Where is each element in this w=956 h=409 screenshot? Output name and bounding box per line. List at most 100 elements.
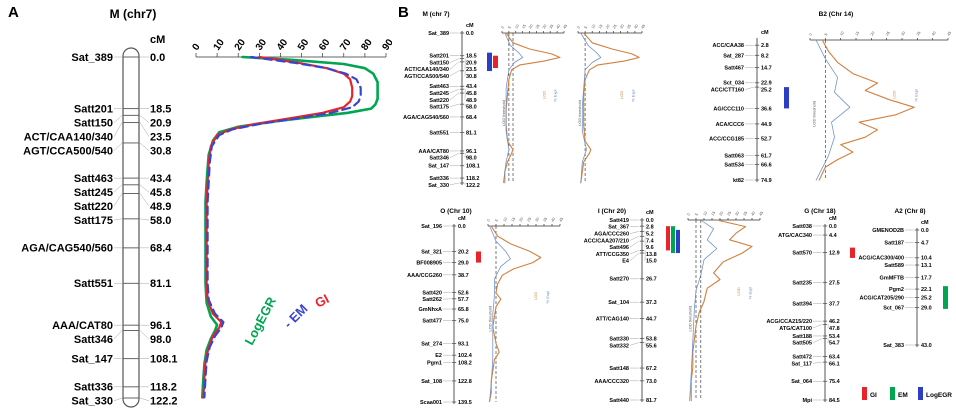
axis-tick-label: 40 [751, 211, 757, 217]
legend-swatch [890, 387, 895, 400]
marker-name: AAA/CCC320 [594, 379, 629, 385]
qtl-interval-bar [671, 226, 675, 254]
axis-tick-label: 45 [947, 31, 953, 37]
marker-name: GmNhxA [418, 307, 442, 313]
marker-name: ATT/CAG140 [596, 316, 629, 322]
marker-name: Satt419 [609, 218, 629, 224]
axis-tick-label: 15 [598, 24, 604, 30]
marker-name: Sat_147 [428, 164, 449, 170]
qtl-interval-bar [676, 229, 680, 254]
marker-name: Satt477 [422, 319, 442, 325]
marker-name: Satt336 [74, 382, 113, 394]
marker-position: 2.8 [646, 225, 654, 231]
profile-curve [815, 39, 851, 181]
axis-tick-label: 40 [633, 24, 639, 30]
marker-position: 81.1 [150, 278, 171, 290]
marker-position: 139.5 [458, 400, 472, 406]
marker-name: Satt187 [884, 240, 904, 246]
axis-tick-label: 35 [626, 24, 632, 30]
marker-position: 122.2 [466, 183, 480, 189]
marker-position: 53.8 [646, 336, 657, 342]
marker-name: ATG/CAC340 [778, 233, 812, 239]
marker-position: 0.0 [921, 228, 929, 234]
marker-position: 9.6 [646, 245, 654, 251]
marker-position: 44.9 [761, 122, 772, 128]
marker-position: 68.4 [150, 243, 172, 255]
marker-name: Sat_147 [71, 354, 113, 366]
marker-position: 74.9 [761, 178, 772, 184]
marker-position: 23.5 [466, 67, 477, 73]
axis-tick-label: 5 [495, 219, 499, 223]
profile-curve [202, 55, 354, 399]
marker-position: 14.7 [761, 65, 772, 71]
legend-item-logegr: LogEGR [918, 387, 952, 400]
marker-name: AAA/CAT80 [52, 320, 113, 332]
marker-position: 45.8 [150, 187, 171, 199]
legend-item-gi: GI [312, 291, 331, 311]
marker-position: 37.7 [829, 302, 840, 308]
marker-position: 48.9 [466, 98, 477, 104]
axis-tick-label: 10 [503, 217, 509, 223]
marker-name: Satt245 [74, 187, 113, 199]
axis-tick-label: 5 [507, 26, 511, 30]
plot-annotation: % Expl [747, 287, 752, 300]
axis-tick-label: 25 [612, 24, 618, 30]
marker-name: Sat_196 [421, 224, 442, 230]
profile-curve [504, 32, 561, 184]
axis-tick-label: 30 [619, 24, 625, 30]
marker-position: 98.0 [150, 334, 171, 346]
cm-axis-label: cM [829, 216, 837, 222]
axis-tick-label: 15 [521, 24, 527, 30]
marker-position: 0.0 [466, 31, 474, 37]
axis-tick-label: 25 [727, 211, 733, 217]
marker-name: Satt245 [429, 91, 449, 97]
profile-curve [489, 225, 511, 402]
marker-name: Satt534 [724, 162, 745, 168]
plot-annotation: LOD threshold [577, 100, 582, 126]
plot-annotation: LOD [736, 287, 741, 295]
marker-position: 29.0 [921, 305, 932, 311]
leader-line [449, 153, 459, 158]
leader-line [139, 142, 150, 151]
marker-name: Satt038 [792, 224, 812, 230]
profile-curve [690, 219, 753, 402]
qtl-interval-bar [493, 55, 498, 68]
marker-name: AAA/CAT80 [419, 149, 449, 155]
marker-name: kt82 [733, 178, 744, 184]
marker-position: 108.1 [466, 164, 480, 170]
axis-tick-label: 0 [501, 26, 505, 30]
marker-position: 5.2 [646, 232, 654, 238]
axis-tick-label: 20 [519, 217, 525, 223]
axis-tick-label: 60 [317, 37, 333, 53]
axis-tick-label: 10 [212, 37, 228, 53]
